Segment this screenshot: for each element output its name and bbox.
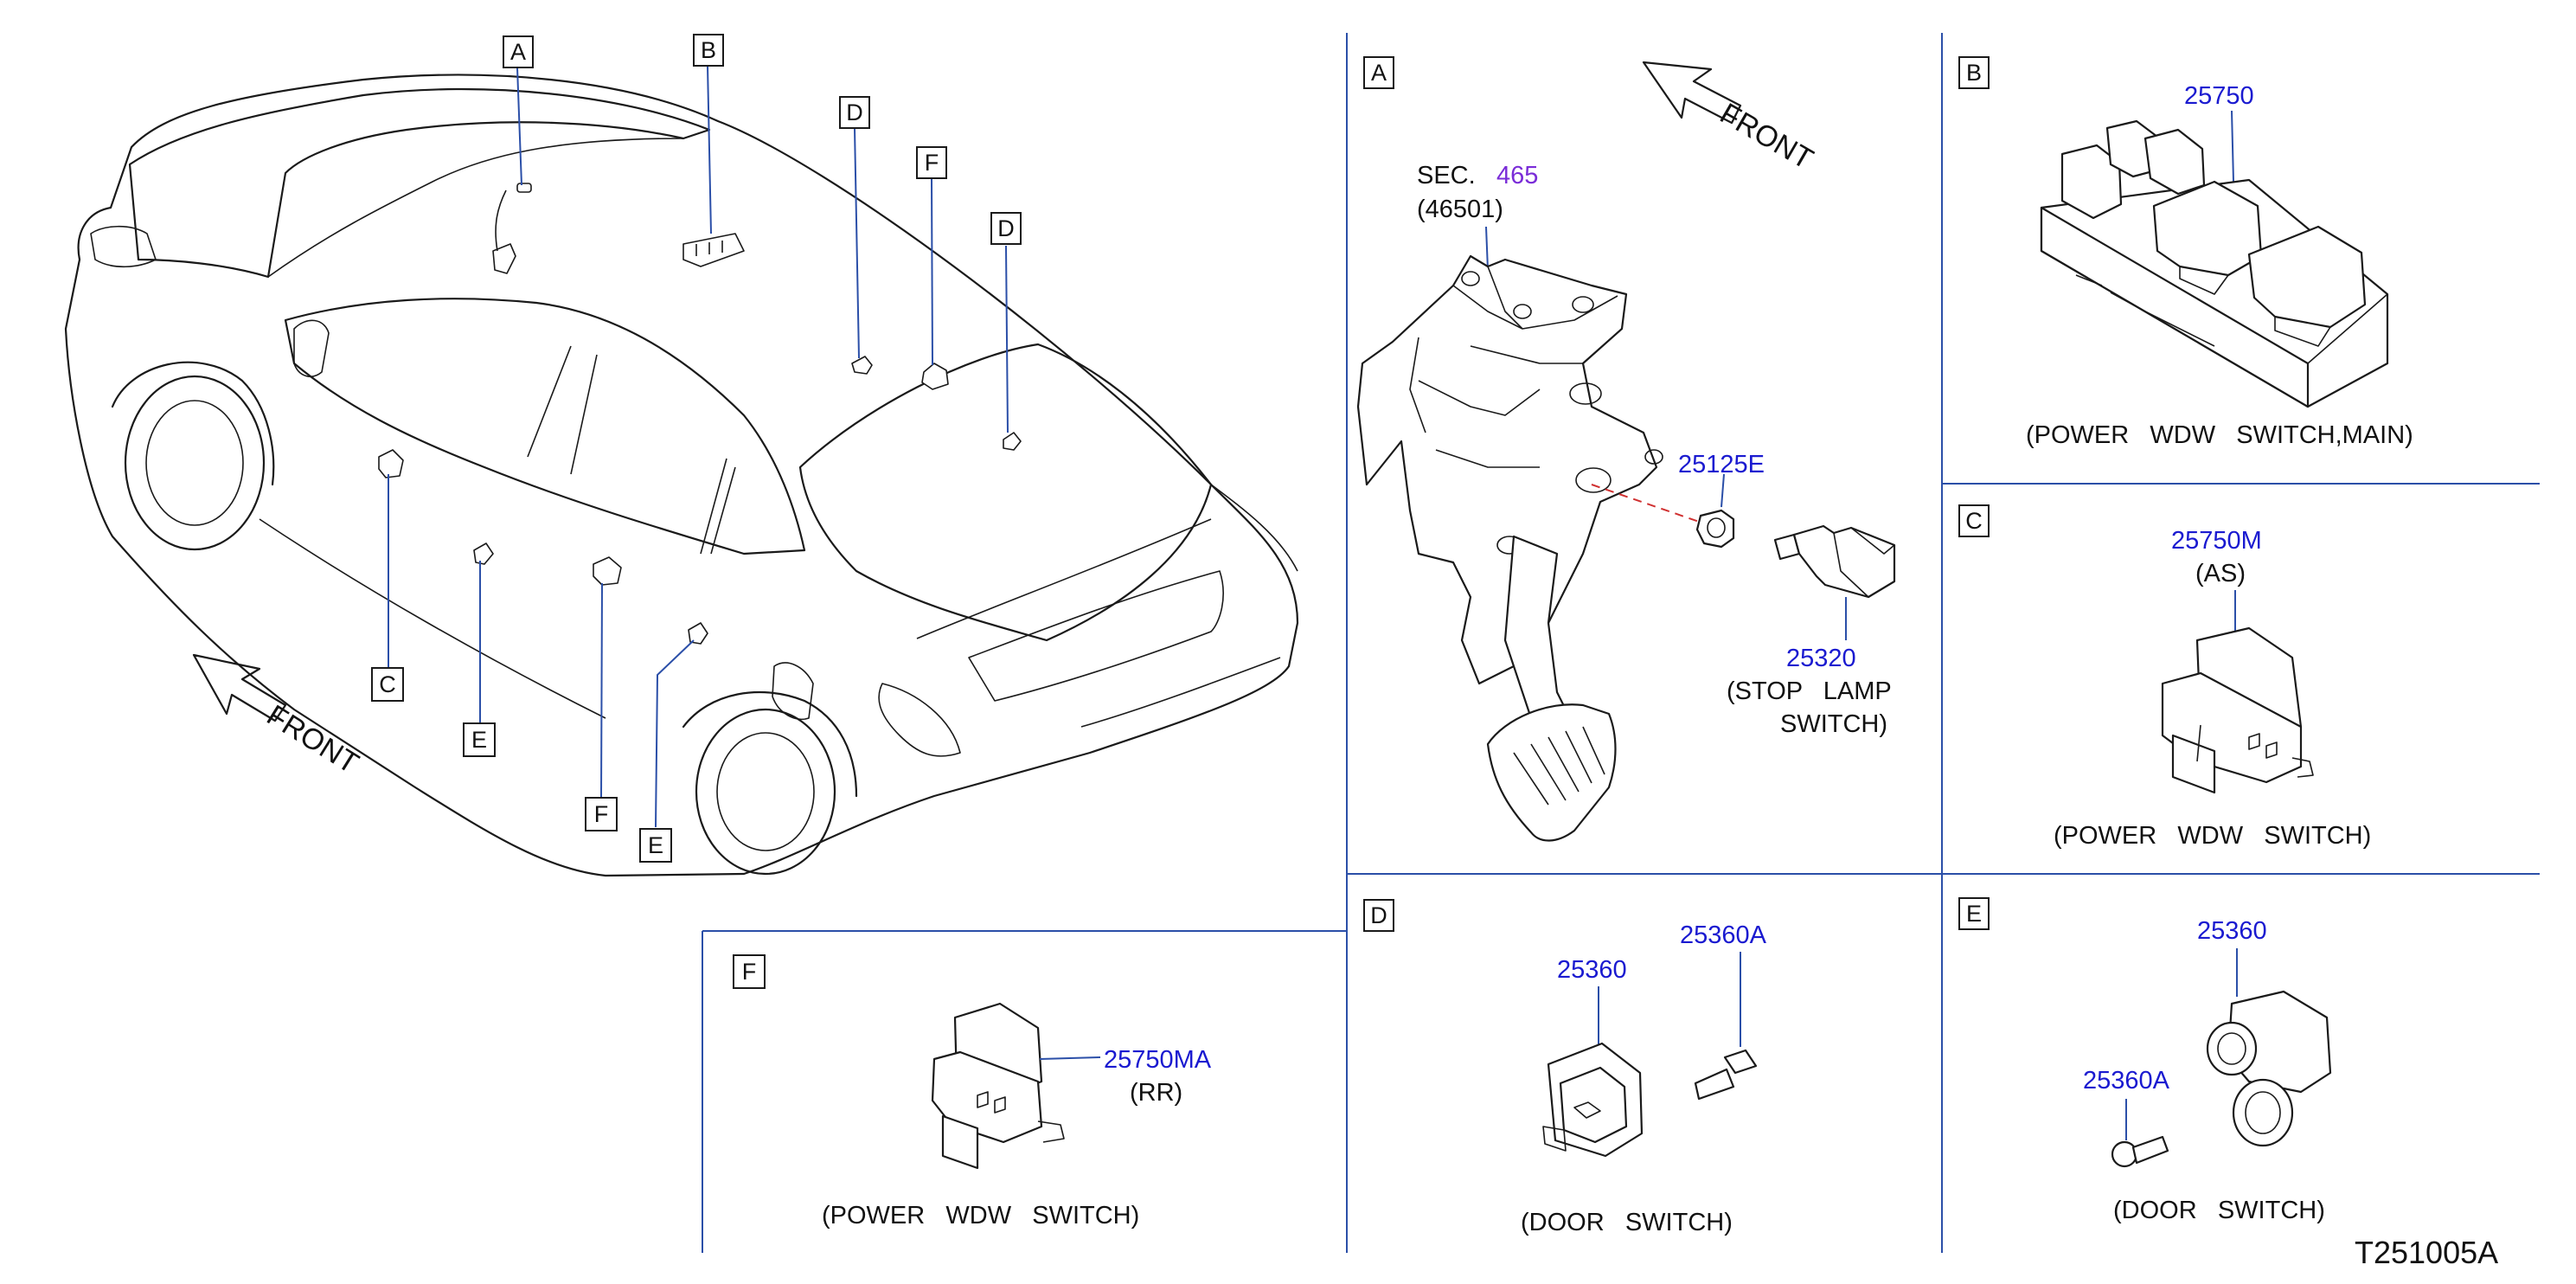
door-switch — [2206, 990, 2332, 1147]
callout-f: F — [594, 801, 609, 827]
panel-d-caption: (DOOR SWITCH) — [1521, 1209, 1733, 1236]
callout-d: D — [846, 100, 863, 125]
panel-a: A FRONT SEC. 465 (46501) — [1356, 56, 1896, 842]
overview-parts — [378, 183, 1022, 645]
panel-f-letter: F — [742, 959, 757, 985]
power-window-main-switch — [2040, 119, 2389, 408]
overview-leaders — [388, 65, 1009, 828]
part-number-25360: 25360 — [1557, 956, 1627, 984]
panel-e: E 25360 25360A (DOOR SWITCH) — [1958, 897, 2332, 1224]
door-switch-bolt — [2111, 1135, 2169, 1168]
brake-pedal-assembly — [1356, 254, 1663, 842]
overview-callout-boxes: A B D F D C E F E — [371, 34, 1022, 863]
part-number-25360a: 25360A — [1680, 921, 1767, 949]
panel-c-caption: (POWER WDW SWITCH) — [2054, 822, 2371, 850]
panel-d: D 25360 25360A (DOOR SWITCH) — [1363, 899, 1767, 1236]
power-window-switch-rr — [931, 1002, 1065, 1170]
front-label: FRONT — [261, 699, 364, 780]
part-number-25750m: 25750M — [2171, 527, 2262, 555]
panel-c-letter: C — [1965, 508, 1983, 534]
callout-e: E — [471, 727, 487, 753]
panel-b-caption: (POWER WDW SWITCH,MAIN) — [2026, 421, 2413, 449]
stop-lamp-caption-line1: (STOP LAMP — [1727, 677, 1892, 705]
sec-subnumber: (46501) — [1417, 196, 1503, 223]
callout-c: C — [379, 671, 396, 697]
stop-lamp-switch — [1773, 524, 1896, 599]
panel-f: F 25750MA (RR) (POWER WDW SWITCH) — [733, 954, 1212, 1229]
panel-a-front-label: FRONT — [1714, 97, 1818, 176]
door-switch-bolt — [1694, 1049, 1758, 1101]
front-arrow-icon: FRONT — [192, 653, 364, 780]
panel-e-caption: (DOOR SWITCH) — [2113, 1197, 2325, 1224]
door-switch — [1542, 1042, 1644, 1158]
part-number-25320: 25320 — [1786, 645, 1856, 672]
stop-lamp-caption-line2: SWITCH) — [1780, 710, 1887, 738]
part-number-25750: 25750 — [2184, 82, 2254, 110]
panel-a-letter: A — [1371, 60, 1387, 86]
power-window-switch-as — [2161, 626, 2314, 794]
callout-e: E — [648, 832, 663, 858]
sec-label: SEC. — [1417, 162, 1476, 189]
sec-number: 465 — [1496, 162, 1538, 189]
part-number-25125e: 25125E — [1678, 451, 1765, 478]
callout-b: B — [701, 37, 716, 63]
stop-lamp-clip — [1695, 509, 1735, 549]
part-number-25750ma: 25750MA — [1104, 1046, 1212, 1074]
panel-c: C 25750M (AS) (POWER WDW SWITCH) — [1958, 504, 2371, 850]
panel-b: B 25750 (POWER WDW SWITCH,MAIN) — [1958, 56, 2413, 449]
callout-d: D — [997, 215, 1015, 241]
diagram-code: T251005A — [2355, 1235, 2498, 1270]
part-note-as: (AS) — [2195, 560, 2246, 587]
panel-dividers — [702, 33, 2540, 1253]
callout-f: F — [925, 150, 939, 176]
part-number-25360: 25360 — [2197, 917, 2267, 945]
callout-a: A — [510, 39, 526, 65]
car-overview-drawing — [64, 74, 1299, 877]
panel-e-letter: E — [1966, 901, 1982, 927]
part-number-25360a: 25360A — [2083, 1067, 2170, 1095]
panel-d-letter: D — [1370, 902, 1387, 928]
panel-f-caption: (POWER WDW SWITCH) — [822, 1202, 1139, 1229]
part-note-rr: (RR) — [1130, 1079, 1182, 1107]
panel-b-letter: B — [1966, 60, 1982, 86]
front-arrow-icon: FRONT — [1642, 61, 1818, 176]
